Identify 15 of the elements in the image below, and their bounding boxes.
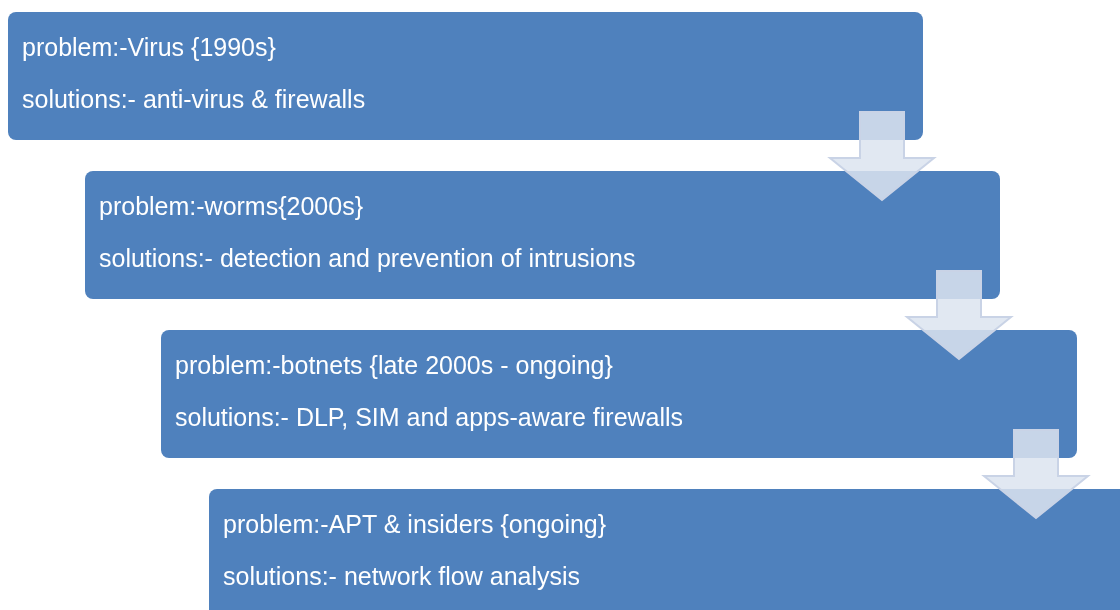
stage-box <box>209 489 1120 610</box>
solution-text: solutions:- DLP, SIM and apps-aware firewalls <box>175 402 685 432</box>
stage-box <box>8 12 923 140</box>
solution-text: solutions:- network flow analysis <box>223 561 582 591</box>
problem-text: problem:-APT & insiders {ongoing} <box>223 509 608 539</box>
down-arrow <box>981 429 1091 520</box>
problem-text: problem:-Virus {1990s} <box>22 32 277 62</box>
problem-text: problem:-worms{2000s} <box>99 191 364 221</box>
solution-text: solutions:- detection and prevention of intrusions <box>99 243 637 273</box>
solution-text: solutions:- anti-virus & firewalls <box>22 84 367 114</box>
stage-box <box>161 330 1077 458</box>
down-arrow <box>827 111 937 202</box>
problem-text: problem:-botnets {late 2000s - ongoing} <box>175 350 614 380</box>
stage-box <box>85 171 1000 299</box>
down-arrow <box>904 270 1014 361</box>
